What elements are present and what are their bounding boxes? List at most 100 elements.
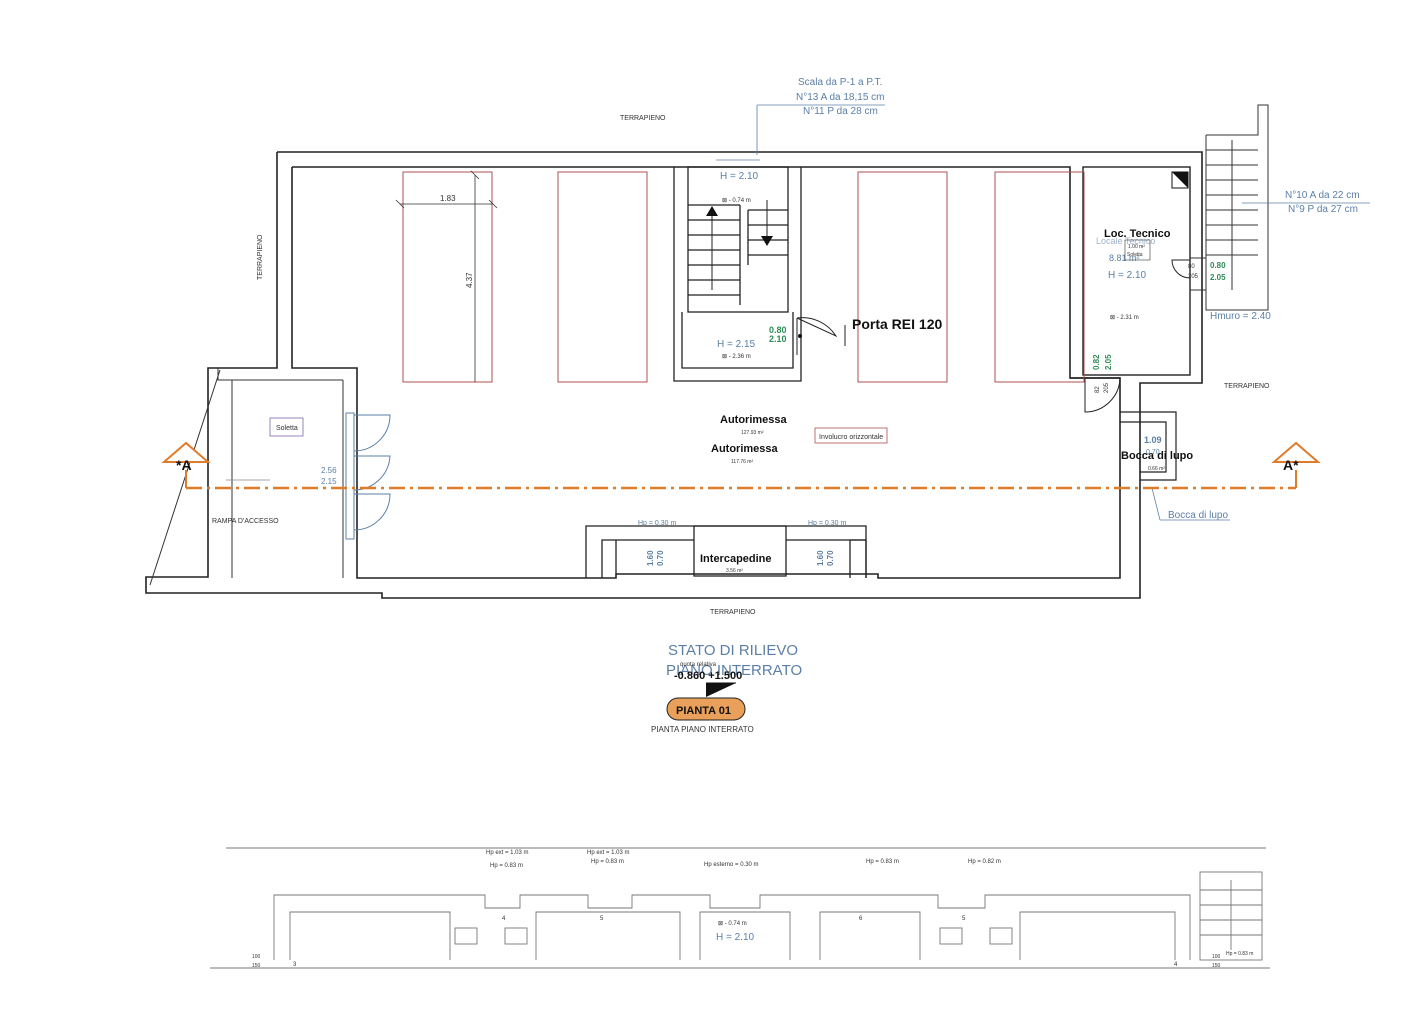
right-stair-note-line1: N°10 A da 22 cm <box>1285 190 1360 201</box>
loc-tecnico-soletta-box <box>1124 239 1151 261</box>
stair-core-area-top: ⊠ - 0.74 m <box>722 198 751 204</box>
lower-n5b: 5 <box>962 916 966 922</box>
intercapedine-label: Intercapedine <box>700 553 772 565</box>
ingresso-soletta: Soletta <box>276 425 298 432</box>
terrapieno-bottom: TERRAPIENO <box>710 609 756 616</box>
intercapedine-left-hp: Hp = 0.30 m <box>638 520 676 527</box>
parking-dims <box>395 170 498 382</box>
parking-length-dim: 4.37 <box>465 272 474 288</box>
stair-note-line2: N°13 A da 18,15 cm <box>796 92 885 103</box>
intercapedine-walls <box>585 525 867 578</box>
loc-tecnico-title: Loc. Tecnico <box>1104 228 1171 240</box>
lower-d150: 150 <box>252 963 261 969</box>
quota-value: -0.860 +1.500 <box>674 670 742 682</box>
terrapieno-left: TERRAPIENO <box>257 234 264 280</box>
title-stato: STATO DI RILIEVO <box>668 642 798 659</box>
lower-hp3: Hp esterno = 0.30 m <box>704 862 759 868</box>
stair-door-height: 2.10 <box>769 334 787 344</box>
intercapedine-left-w: 1.60 <box>646 550 655 566</box>
lower-d150b: 150 <box>1212 963 1221 969</box>
lower-h: H = 2.10 <box>716 932 755 943</box>
lower-hp2a: Hp ext = 1.03 m <box>587 850 630 856</box>
lower-hp5: Hp = 0.82 m <box>968 859 1001 865</box>
porta-rei-label: Porta REI 120 <box>852 316 942 332</box>
bocca-dim-1: 1.09 <box>1144 435 1162 445</box>
right-stair <box>1190 104 1269 311</box>
intercapedine-right-h: 0.70 <box>826 550 835 566</box>
gate-width: 2.56 <box>321 466 337 475</box>
pianta-caption: PIANTA PIANO INTERRATO <box>651 725 754 734</box>
parking-stall-1 <box>402 171 493 383</box>
parking-stall-3 <box>857 171 948 383</box>
involucro-label: Involucro orizzontale <box>819 434 883 441</box>
parking-stall-4 <box>994 171 1085 383</box>
lower-hp-right: Hp = 0.83 m <box>1226 951 1253 957</box>
loc-tecnico-door2-w: 0.82 <box>1092 354 1101 370</box>
loc-tecnico-subtitle: Locale Tecnico <box>1096 236 1155 246</box>
stair-note-line3: N°11 P da 28 cm <box>803 106 878 117</box>
loc-tecnico-area: 8.81 m² <box>1109 253 1140 263</box>
title-piano: PIANO INTERRATO <box>666 662 802 679</box>
right-stair-note-line2: N°9 P da 27 cm <box>1288 204 1358 215</box>
stair-up-arrow-icon <box>706 206 718 216</box>
loc-tecnico-door1-h-small: 205 <box>1188 274 1199 280</box>
intercapedine-right-hp: Hp = 0.30 m <box>808 520 846 527</box>
lower-n4a: 4 <box>502 916 506 922</box>
lower-n4b: 4 <box>1174 962 1178 968</box>
loc-tecnico-soletta-area: 1.00 m² <box>1128 244 1145 250</box>
stair-core <box>673 166 802 382</box>
bocca-di-lupo-box <box>1120 411 1177 481</box>
door-pivot-icon <box>798 334 802 338</box>
lower-hatch: ⊠ - 0.74 m <box>718 921 747 927</box>
main-gate <box>345 412 391 540</box>
lower-n5a: 5 <box>600 916 604 922</box>
parking-stalls <box>402 171 1085 383</box>
stair-note-line1: Scala da P-1 a P.T. <box>798 77 882 88</box>
lower-d100: 100 <box>252 954 261 960</box>
lower-hp4: Hp = 0.83 m <box>866 859 899 865</box>
terrapieno-top: TERRAPIENO <box>620 115 666 122</box>
quota-label: quota relativa <box>680 662 717 668</box>
intercapedine-left-h: 0.70 <box>656 550 665 566</box>
soletta-box <box>269 417 304 437</box>
bocca-di-lupo-note: Bocca di lupo <box>1168 510 1228 521</box>
terrapieno-right: TERRAPIENO <box>1224 383 1270 390</box>
quota-triangle-icon <box>706 683 736 697</box>
hmuro-label: Hmuro = 2.40 <box>1210 311 1271 322</box>
parking-width-dim: 1.83 <box>440 194 456 203</box>
autorimessa-label-2: Autorimessa <box>711 443 779 455</box>
section-marker-left-icon <box>161 441 211 463</box>
autorimessa-area-1: 127.93 m² <box>741 430 764 436</box>
stair-door <box>796 317 838 355</box>
ramp-area <box>149 368 344 586</box>
lower-n3: 3 <box>293 962 297 968</box>
pianta-badge-label: PIANTA 01 <box>676 705 731 717</box>
gate-height: 2.15 <box>321 477 337 486</box>
stair-down-arrow-icon <box>761 236 773 246</box>
lower-hp1a: Hp ext = 1.03 m <box>486 850 529 856</box>
loc-tecnico-door1-h: 2.05 <box>1210 273 1226 282</box>
loc-tecnico-door2-h-small: 205 <box>1104 382 1110 393</box>
autorimessa-area-2: 117.76 m² <box>731 459 753 465</box>
bocca-dim-2: 0.70 <box>1146 449 1160 456</box>
section-marker-right-icon <box>1271 441 1321 463</box>
rampa-label: RAMPA D'ACCESSO <box>212 518 279 525</box>
section-marker-right: A* <box>1283 457 1299 473</box>
loc-tecnico-door1-w: 0.80 <box>1210 261 1226 270</box>
loc-tecnico-door2-w-small: 82 <box>1095 386 1101 393</box>
lower-d100b: 100 <box>1212 954 1221 960</box>
loc-tecnico-door2-h: 2.05 <box>1104 354 1113 370</box>
loc-tecnico-door <box>1084 259 1191 413</box>
loc-tecnico-door1-w-small: 80 <box>1188 264 1195 270</box>
electrical-panel-icon <box>1172 172 1188 188</box>
loc-tecnico-soletta: Soletta <box>1127 252 1143 258</box>
stair-core-area-bottom: ⊠ - 2.36 m <box>722 354 751 360</box>
stair-door-width: 0.80 <box>769 325 787 335</box>
lower-plan <box>210 847 1270 969</box>
autorimessa-label-1: Autorimessa <box>720 414 788 426</box>
bocca-di-lupo-label: Bocca di lupo <box>1121 450 1193 462</box>
intercapedine-area: 3.56 m² <box>726 568 743 574</box>
loc-tecnico-height: H = 2.10 <box>1108 270 1147 281</box>
lower-n6: 6 <box>859 916 863 922</box>
pianta-badge <box>666 697 746 721</box>
